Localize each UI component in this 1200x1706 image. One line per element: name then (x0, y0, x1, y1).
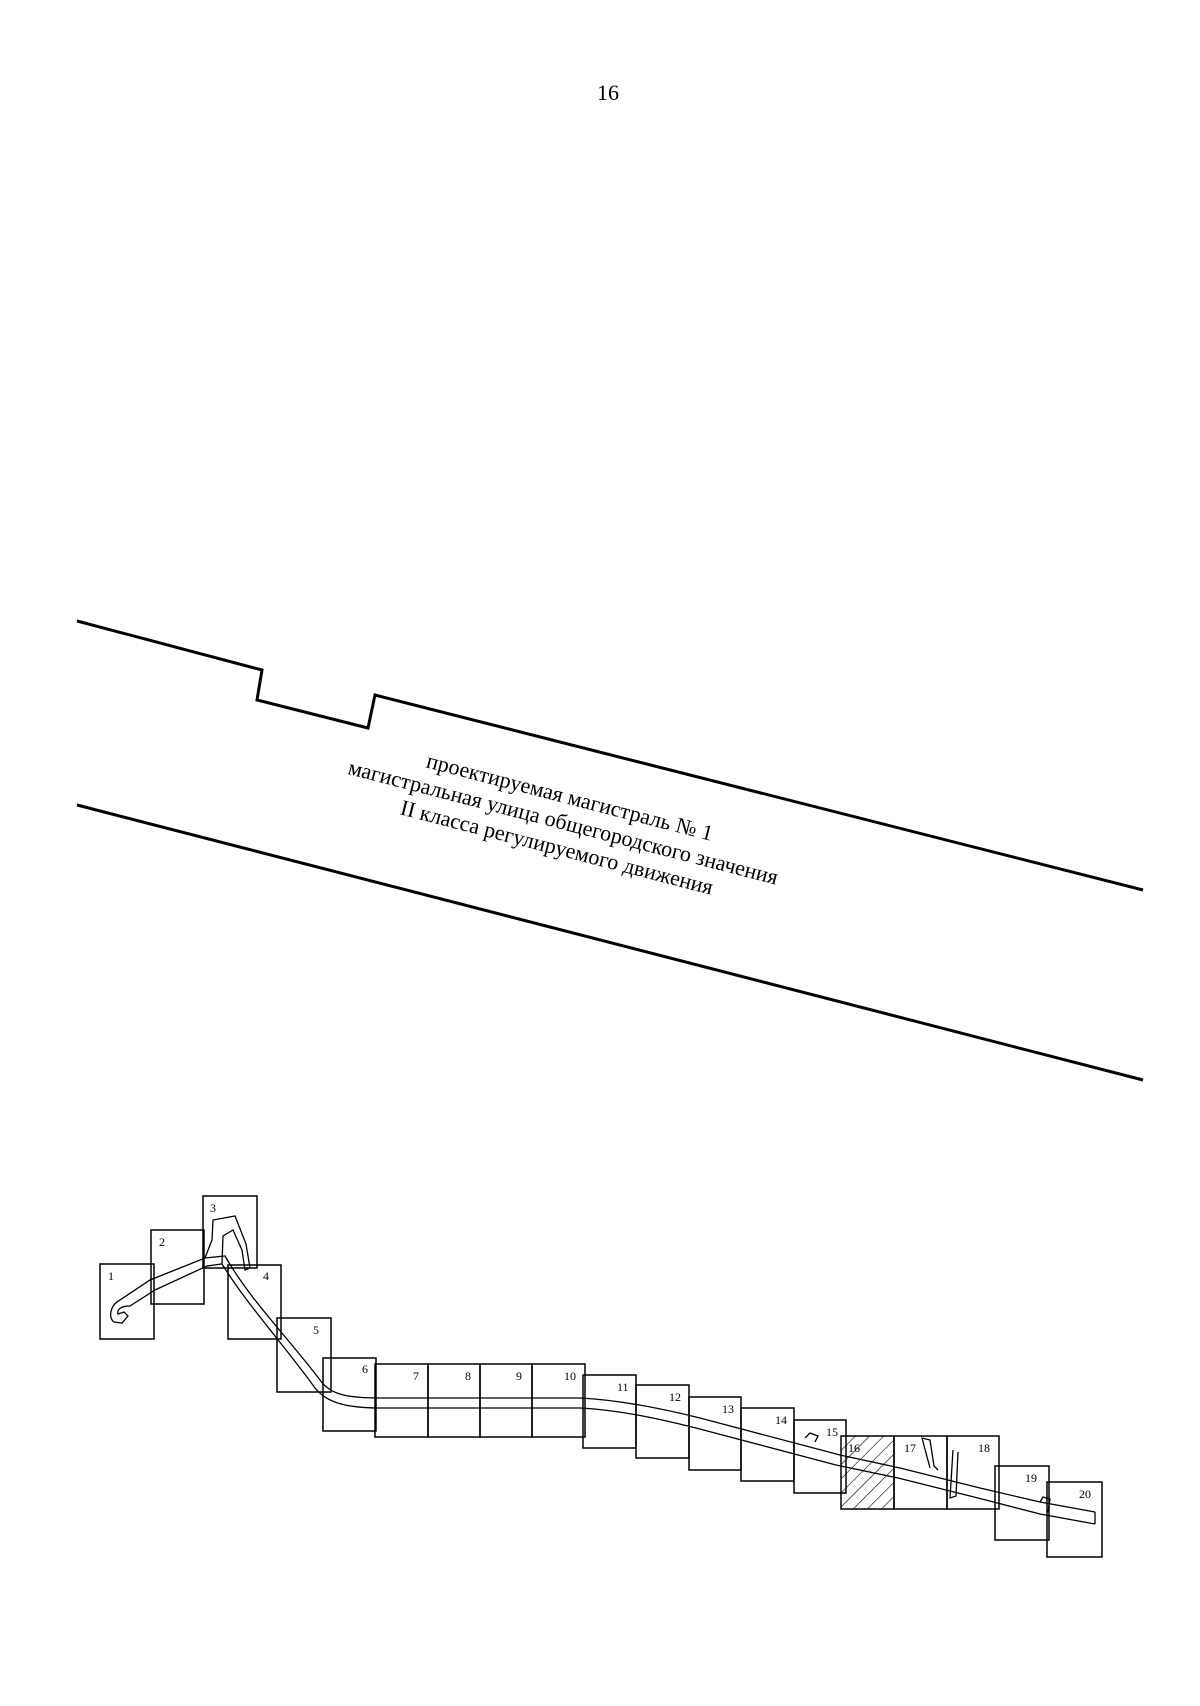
sheet-frame-19[interactable] (994, 1465, 1050, 1541)
road-notch-sheet15 (804, 1432, 819, 1443)
sheet-frame-1[interactable] (99, 1263, 155, 1340)
sheet-frame-6[interactable] (322, 1357, 377, 1432)
sheet-number-6: 6 (362, 1362, 368, 1376)
page-number: 16 (597, 80, 619, 105)
sheet-number-5: 5 (313, 1323, 319, 1337)
sheet-frame-7[interactable] (374, 1363, 429, 1438)
sheet-frame-4[interactable] (227, 1264, 282, 1340)
road-spur-sheet18 (949, 1449, 959, 1499)
street-boundary (76, 619, 1144, 1082)
sheet-number-10: 10 (564, 1369, 576, 1383)
sheet-number-9: 9 (516, 1369, 522, 1383)
sheet-frame-12[interactable] (635, 1384, 690, 1459)
sheet-number-20: 20 (1079, 1487, 1091, 1501)
street-boundary-lower (76, 803, 1144, 1082)
sheet-number-12: 12 (669, 1390, 681, 1404)
sheet-number-2: 2 (159, 1235, 165, 1249)
sheet-number-13: 13 (722, 1402, 734, 1416)
sheet-number-15: 15 (826, 1425, 838, 1439)
sheet-number-4: 4 (263, 1269, 269, 1283)
sheet-number-8: 8 (465, 1369, 471, 1383)
sheet-frame-20[interactable] (1046, 1481, 1103, 1558)
road-corridor (109, 1215, 1096, 1525)
sheet-frame-8[interactable] (427, 1363, 481, 1438)
road-corridor-lower (129, 1263, 1096, 1525)
road-hook-start (109, 1299, 131, 1324)
sheet-numbers: 1 2 3 4 5 6 7 8 9 10 11 12 13 14 15 16 1… (108, 1201, 1091, 1501)
sheet-frame-10[interactable] (531, 1363, 586, 1438)
sheet-frame-18[interactable] (946, 1435, 1000, 1510)
sheet-number-7: 7 (413, 1369, 419, 1383)
sheet-frame-16[interactable] (840, 1435, 895, 1510)
sheet-number-16: 16 (848, 1441, 860, 1455)
sheet-frame-9[interactable] (479, 1363, 533, 1438)
street-boundary-upper (76, 619, 1144, 892)
sheet-frame-2[interactable] (150, 1229, 205, 1305)
sheet-frame-5[interactable] (276, 1317, 332, 1393)
sheet-number-18: 18 (978, 1441, 990, 1455)
key-map (99, 1195, 1103, 1558)
road-spur-sheet17 (921, 1437, 939, 1471)
sheet-frame-3[interactable] (202, 1195, 258, 1269)
sheet-number-17: 17 (904, 1441, 916, 1455)
sheet-number-1: 1 (108, 1269, 114, 1283)
sheet-number-11: 11 (617, 1380, 629, 1394)
sheet-number-14: 14 (775, 1413, 787, 1427)
street-label: проектируемая магистраль № 1 магистральн… (346, 748, 781, 900)
road-corridor-upper (119, 1255, 1096, 1513)
sheet-number-19: 19 (1025, 1471, 1037, 1485)
sheet-number-3: 3 (210, 1201, 216, 1215)
road-spur-sheet3 (204, 1215, 251, 1271)
